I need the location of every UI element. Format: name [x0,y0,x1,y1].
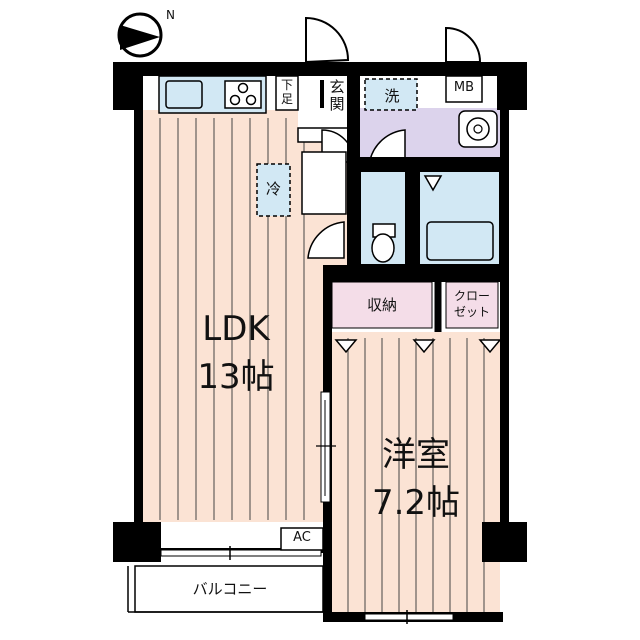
fridge-label: 冷 [265,180,281,198]
compass-label: N [166,8,175,22]
entrance-door [305,16,350,64]
genkan-label-line2: 関 [329,95,345,113]
meter-box-label: MB [453,80,475,95]
storage-area [331,281,433,329]
shoe-box-label-line2: 足 [280,92,293,106]
mb-door [445,26,482,63]
storage-label: 収納 [366,296,397,314]
ac-label: AC [293,530,311,545]
western-room-size: 7.2帖 [371,483,461,523]
ldk-window [316,391,336,503]
stove-icon [224,80,262,109]
ldk-name: LDK [202,309,270,349]
closet-door-marks [334,339,502,354]
sink-icon [458,110,498,148]
balcony-label: バルコニー [192,580,268,598]
bathtub-icon [426,221,494,261]
compass-icon [117,12,163,58]
toilet-icon [371,223,396,263]
ldk-size: 13帖 [197,357,275,397]
hall-doors [297,127,355,259]
western-room-floor [332,332,500,614]
balcony-window-ldk [160,546,322,560]
meter-box [445,75,483,103]
closet-label-line1: クロー [453,289,490,303]
balcony-window-western [364,610,454,624]
ac-unit [280,527,324,551]
washer-label: 洗 [384,87,400,105]
shoe-box-label-line1: 下 [280,78,293,92]
toilet-door-swing [369,129,406,161]
genkan-label-line1: 玄 [329,78,345,96]
closet-area [445,281,499,329]
washer-space [364,78,418,111]
closet-label-line2: ゼット [453,305,490,319]
fridge-space [256,163,291,217]
kitchen-sink-icon [165,80,203,109]
western-room-name: 洋室 [382,435,450,475]
balcony [127,565,324,613]
